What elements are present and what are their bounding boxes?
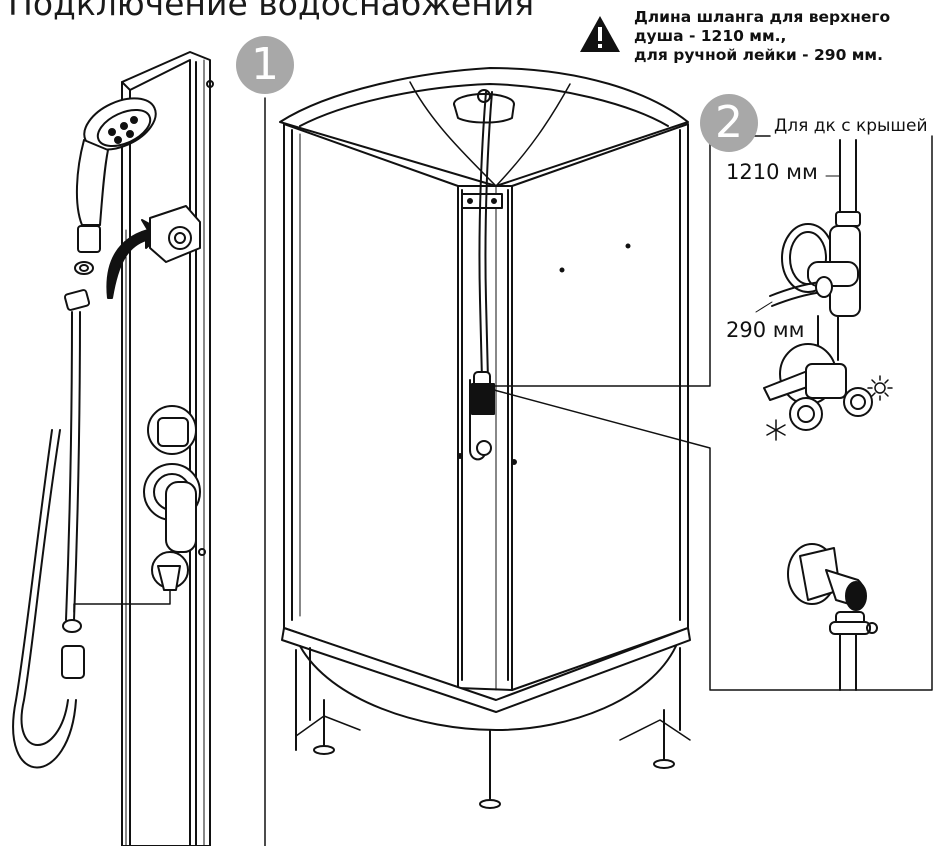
top-hose-length-label: 1210 мм	[722, 160, 822, 184]
lower-washer-icon	[62, 619, 82, 633]
roof-model-label: Для дк с крышей	[774, 116, 928, 136]
washer-icon	[74, 261, 94, 275]
step-1-badge: 1	[236, 36, 294, 94]
detail-upper-fitting	[755, 139, 861, 317]
step-2-badge: 2	[700, 94, 758, 152]
warning-line-3: для ручной лейки - 290 мм.	[634, 46, 883, 64]
mixer-lever	[143, 463, 201, 553]
hose-nut-icon	[63, 289, 91, 311]
detail-mixer-valve	[763, 315, 873, 431]
sun-icon	[867, 375, 893, 401]
warning-line-1: Длина шланга для верхнего	[634, 8, 891, 26]
warning-line-2: душа - 1210 мм.,	[634, 27, 787, 45]
hose-outlet-connector	[151, 551, 189, 591]
warning-triangle-icon	[580, 16, 620, 52]
page-title: Подключение водоснабжения	[8, 0, 535, 23]
lower-hose-nut-icon	[61, 645, 85, 679]
snowflake-icon	[766, 419, 786, 441]
mode-switch-knob	[147, 405, 197, 455]
shower-cabin	[279, 67, 691, 809]
shower-holder-bracket	[149, 205, 201, 263]
detail-box-outline	[493, 135, 933, 691]
hose-length-warning: Длина шланга для верхнего душа - 1210 мм…	[634, 8, 934, 65]
hand-hose-length-label: 290 мм	[722, 318, 809, 342]
hand-shower-head-icon	[75, 97, 157, 253]
detail-angle-valve	[787, 543, 878, 691]
